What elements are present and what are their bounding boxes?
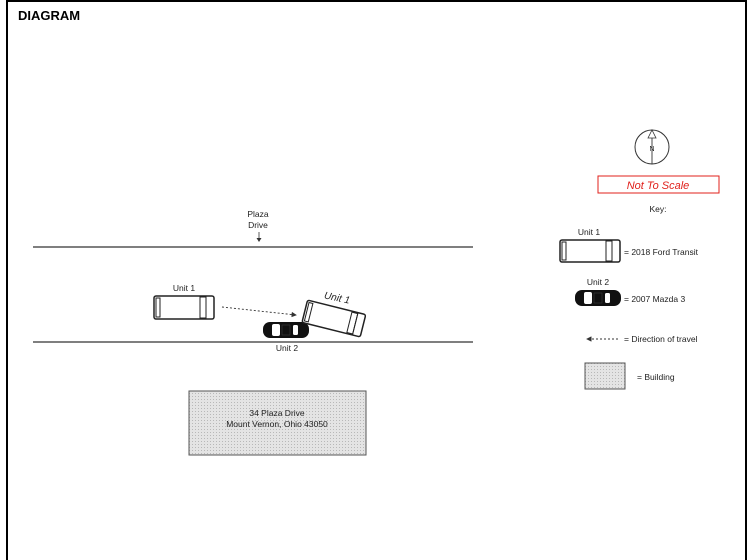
road-name-pointer-head	[256, 238, 262, 242]
key-direction-desc: = Direction of travel	[624, 334, 698, 344]
compass-north-letter: N	[649, 146, 654, 153]
unit1-before-vehicle	[153, 295, 215, 320]
unit1-after-label: Unit 1	[323, 290, 351, 306]
north-compass	[634, 129, 670, 165]
diagram-frame	[6, 0, 747, 560]
unit2-label: Unit 2	[276, 343, 298, 353]
key-unit2-label: Unit 2	[587, 277, 609, 287]
building	[188, 390, 367, 456]
building-address-line2: Mount Vernon, Ohio 43050	[226, 419, 328, 429]
road-name-line2: Drive	[248, 220, 268, 230]
key-title: Key:	[649, 204, 666, 214]
unit1-before-label: Unit 1	[173, 283, 195, 293]
road-name-line1: Plaza	[247, 209, 269, 219]
diagram-header: DIAGRAM	[18, 8, 81, 23]
key-building-swatch	[584, 362, 626, 390]
key-unit1-icon	[559, 239, 621, 263]
key-unit2-desc: = 2007 Mazda 3	[624, 294, 685, 304]
key-unit1-desc: = 2018 Ford Transit	[624, 247, 699, 257]
key-building-desc: = Building	[637, 372, 675, 382]
scale-note: Not To Scale	[627, 180, 690, 192]
unit2-vehicle	[263, 322, 309, 338]
unit1-after-vehicle	[301, 299, 367, 338]
building-address-line1: 34 Plaza Drive	[249, 408, 305, 418]
key-unit2-icon	[575, 290, 621, 306]
unit1-travel-path	[221, 306, 297, 318]
key-unit1-label: Unit 1	[578, 227, 600, 237]
scale-note-box	[597, 175, 720, 194]
